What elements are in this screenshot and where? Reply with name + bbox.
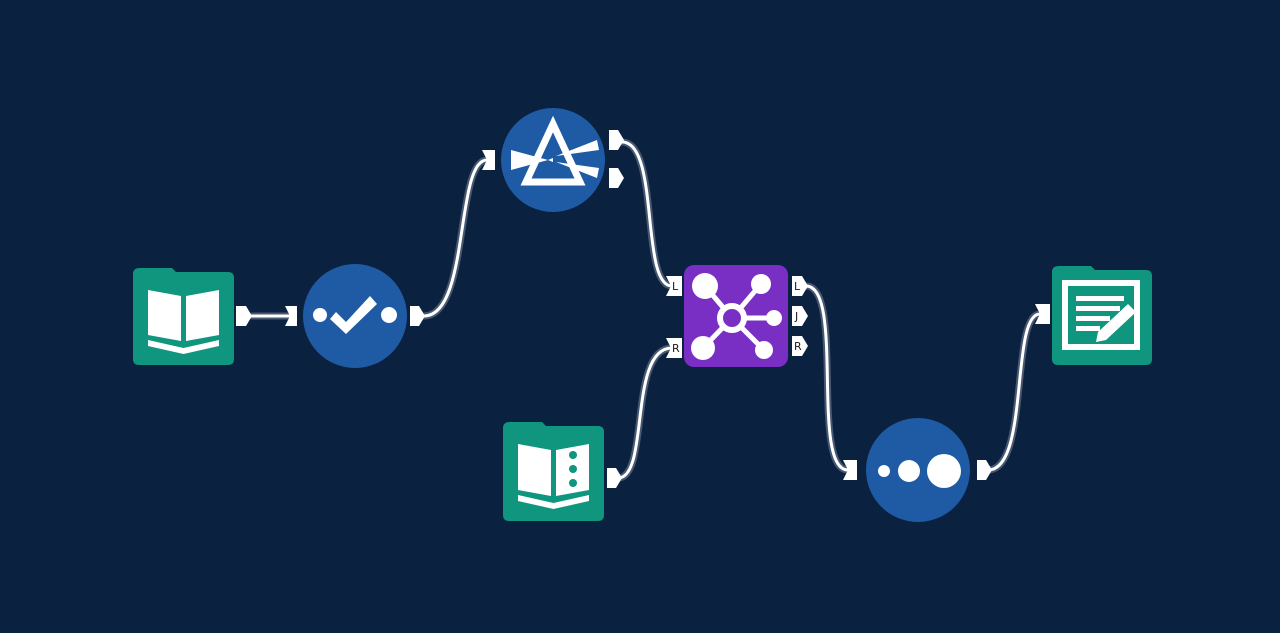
text-input-output-anchor[interactable] [607,468,622,488]
formula-false-output-anchor[interactable] [609,168,624,188]
notepad-pencil-icon [1062,280,1140,350]
connection-join-left-to-sample[interactable] [804,284,850,472]
sample-input-anchor[interactable] [843,460,857,480]
select-output-anchor[interactable] [410,306,425,326]
join-left-output-anchor[interactable]: L [792,276,808,296]
join-right-output-label: R [794,340,802,353]
output-data-input-anchor[interactable] [1035,304,1050,324]
select-input-anchor[interactable] [285,306,297,326]
open-book-icon [148,290,219,354]
prism-icon [511,115,599,186]
hub-network-icon [691,273,782,360]
connection-text-input-to-join-right[interactable] [616,346,674,480]
join-join-output-label: J [794,310,798,323]
formula-true-output-anchor[interactable] [609,130,624,150]
connection-formula-to-join-left[interactable] [620,140,674,288]
sample-tool[interactable] [843,418,992,522]
select-tool[interactable] [285,264,425,368]
join-left-input-anchor[interactable]: L [666,276,682,296]
join-right-output-anchor[interactable]: R [792,336,808,356]
dot-check-dot-icon [313,296,397,334]
sample-output-anchor[interactable] [977,460,992,480]
text-input-dots [569,451,577,487]
formula-input-anchor[interactable] [482,150,495,170]
three-dots-growing-icon [878,454,961,488]
join-left-output-label: L [794,280,801,293]
join-tool[interactable]: L R L J R [666,265,808,367]
output-data-tool[interactable] [1035,266,1152,365]
input-data-tool[interactable] [133,268,252,365]
join-join-output-anchor[interactable]: J [792,306,808,326]
connection-sample-to-output[interactable] [986,312,1042,472]
join-left-input-label: L [672,280,679,293]
text-input-tool[interactable] [503,422,622,521]
connections [248,138,1044,482]
formula-tool[interactable] [482,108,624,212]
join-right-input-label: R [672,342,680,355]
join-right-input-anchor[interactable]: R [666,338,682,358]
output-data-body [1052,266,1152,365]
input-data-output-anchor[interactable] [236,306,252,326]
connection-select-to-formula[interactable] [422,158,489,318]
